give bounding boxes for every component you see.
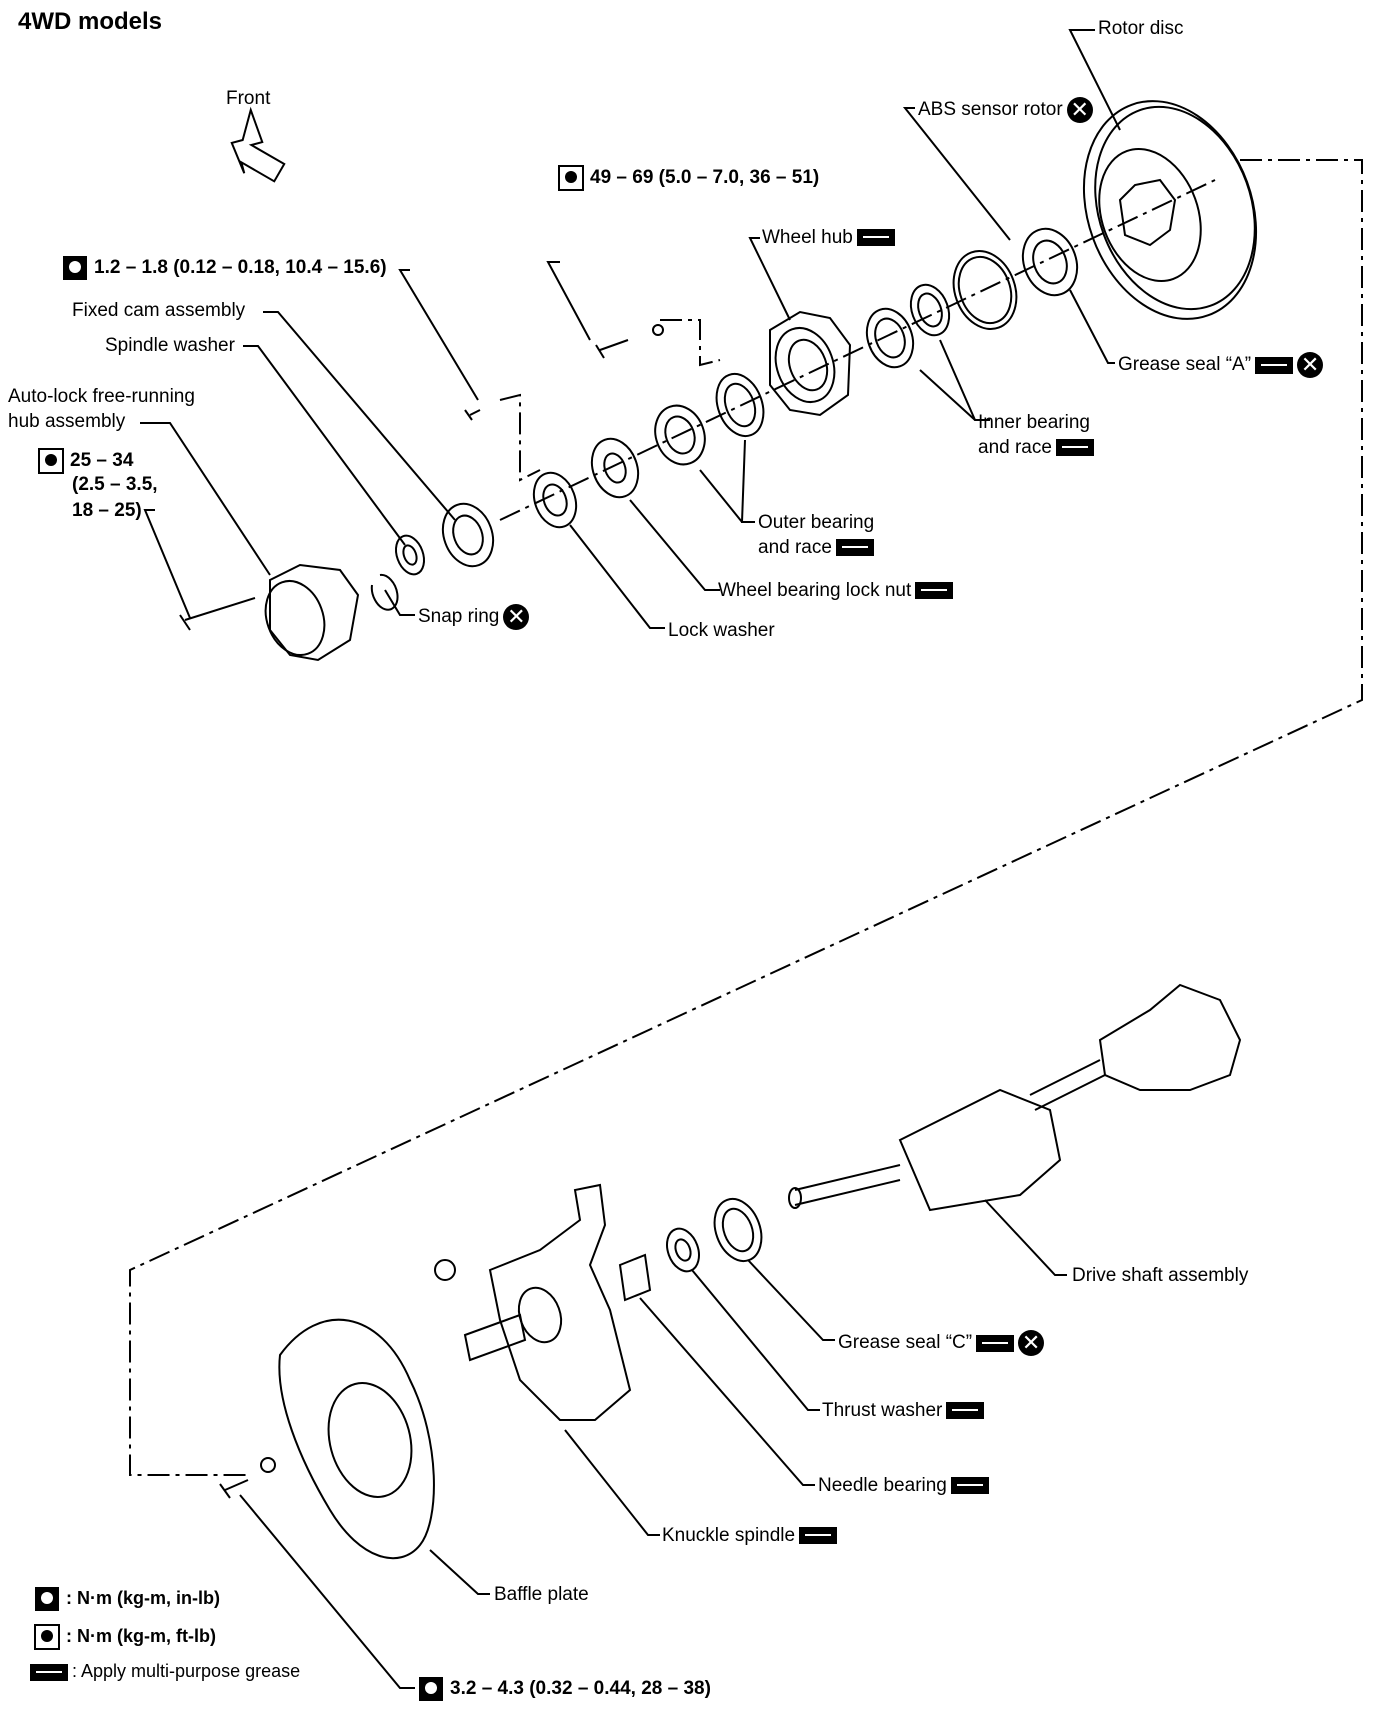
grease-seal-a xyxy=(1021,227,1079,297)
rotor-disc xyxy=(1082,100,1258,320)
grease-icon xyxy=(915,582,954,600)
torque-spec-3b: (2.5 – 3.5, xyxy=(72,474,158,495)
replace-x-icon: ✕ xyxy=(1066,97,1093,123)
spindle-washer xyxy=(394,534,426,576)
thrust-washer xyxy=(666,1227,700,1273)
label-wheel-hub: Wheel hub xyxy=(762,227,895,249)
grease-icon xyxy=(30,1663,68,1681)
label-spindle-washer: Spindle washer xyxy=(105,335,235,356)
grease-icon xyxy=(950,1477,989,1495)
replace-x-icon: ✕ xyxy=(503,604,530,630)
outer-bearing xyxy=(654,404,706,466)
torque-wrench-filled-icon xyxy=(35,1587,59,1611)
label-drive-shaft: Drive shaft assembly xyxy=(1072,1265,1249,1286)
label-inner-bearing-a: Inner bearing xyxy=(978,412,1090,433)
torque-wrench-outline-icon xyxy=(38,448,64,474)
label-inner-bearing-b: and race xyxy=(978,437,1094,459)
screw-small xyxy=(464,409,481,421)
legend-in-lb: : N·m (kg-m, in-lb) xyxy=(34,1586,220,1612)
front-arrow xyxy=(230,106,286,183)
inner-race xyxy=(865,307,915,369)
torque-spec-4: 3.2 – 4.3 (0.32 – 0.44, 28 – 38) xyxy=(418,1676,711,1702)
label-outer-bearing-a: Outer bearing xyxy=(758,512,875,533)
torque-wrench-filled-icon xyxy=(419,1677,443,1701)
axis-line xyxy=(129,159,1363,1476)
label-needle-bearing: Needle bearing xyxy=(818,1475,989,1497)
legend-grease: : Apply multi-purpose grease xyxy=(30,1660,300,1682)
label-lock-nut: Wheel bearing lock nut xyxy=(718,580,954,602)
knuckle-spindle xyxy=(434,1183,632,1421)
label-baffle-plate: Baffle plate xyxy=(494,1584,589,1605)
torque-spec-1: 1.2 – 1.8 (0.12 – 0.18, 10.4 – 15.6) xyxy=(62,255,387,281)
torque-wrench-filled-icon xyxy=(63,256,87,280)
drive-shaft-assembly xyxy=(788,983,1242,1212)
label-grease-seal-a: Grease seal “A”✕ xyxy=(1118,352,1324,378)
baffle-plate xyxy=(278,1318,435,1560)
legend-ft-lb: : N·m (kg-m, ft-lb) xyxy=(34,1624,216,1650)
grease-icon xyxy=(799,1527,838,1545)
torque-spec-2: 49 – 69 (5.0 – 7.0, 36 – 51) xyxy=(558,165,819,191)
lock-washer xyxy=(532,471,578,529)
label-autolock-a: Auto-lock free-running xyxy=(8,386,195,407)
outer-race xyxy=(715,373,765,437)
label-autolock-b: hub assembly xyxy=(8,411,126,432)
grease-icon xyxy=(1255,356,1294,374)
label-grease-seal-c: Grease seal “C”✕ xyxy=(838,1330,1045,1356)
grease-seal-c xyxy=(713,1198,763,1262)
baffle-washer xyxy=(260,1457,276,1473)
grease-icon xyxy=(856,229,895,247)
hub-bolt xyxy=(179,597,256,631)
label-fixed-cam: Fixed cam assembly xyxy=(72,300,246,321)
torque-wrench-outline-icon xyxy=(558,165,584,191)
replace-x-icon: ✕ xyxy=(1018,1330,1045,1356)
baffle-bolt xyxy=(219,1479,249,1499)
front-label: Front xyxy=(226,88,271,109)
label-snap-ring: Snap ring✕ xyxy=(418,604,530,630)
needle-bearing xyxy=(618,1253,652,1302)
auto-lock-hub xyxy=(264,563,360,662)
abs-sensor-rotor xyxy=(952,250,1018,330)
wheel-bearing-lock-nut xyxy=(590,437,640,499)
grease-icon xyxy=(835,539,874,557)
torque-spec-3: 25 – 34 xyxy=(38,448,133,474)
grease-icon xyxy=(976,1334,1015,1352)
wheel-hub xyxy=(769,310,852,417)
grease-icon xyxy=(946,1402,985,1420)
torque-spec-3c: 18 – 25) xyxy=(72,500,142,521)
label-rotor-disc: Rotor disc xyxy=(1098,18,1184,39)
fixed-cam-assembly xyxy=(441,502,495,568)
hub-bolt-upper xyxy=(595,339,629,359)
label-knuckle-spindle: Knuckle spindle xyxy=(662,1525,838,1547)
label-lock-washer: Lock washer xyxy=(668,620,775,641)
grease-icon xyxy=(1055,439,1094,457)
label-outer-bearing-b: and race xyxy=(758,537,874,559)
label-abs-sensor-rotor: ABS sensor rotor✕ xyxy=(918,97,1093,123)
page-title: 4WD models xyxy=(18,8,163,35)
replace-x-icon: ✕ xyxy=(1297,352,1324,378)
torque-wrench-outline-icon xyxy=(34,1624,60,1650)
label-thrust-washer: Thrust washer xyxy=(822,1400,985,1422)
inner-bearing xyxy=(909,283,951,337)
